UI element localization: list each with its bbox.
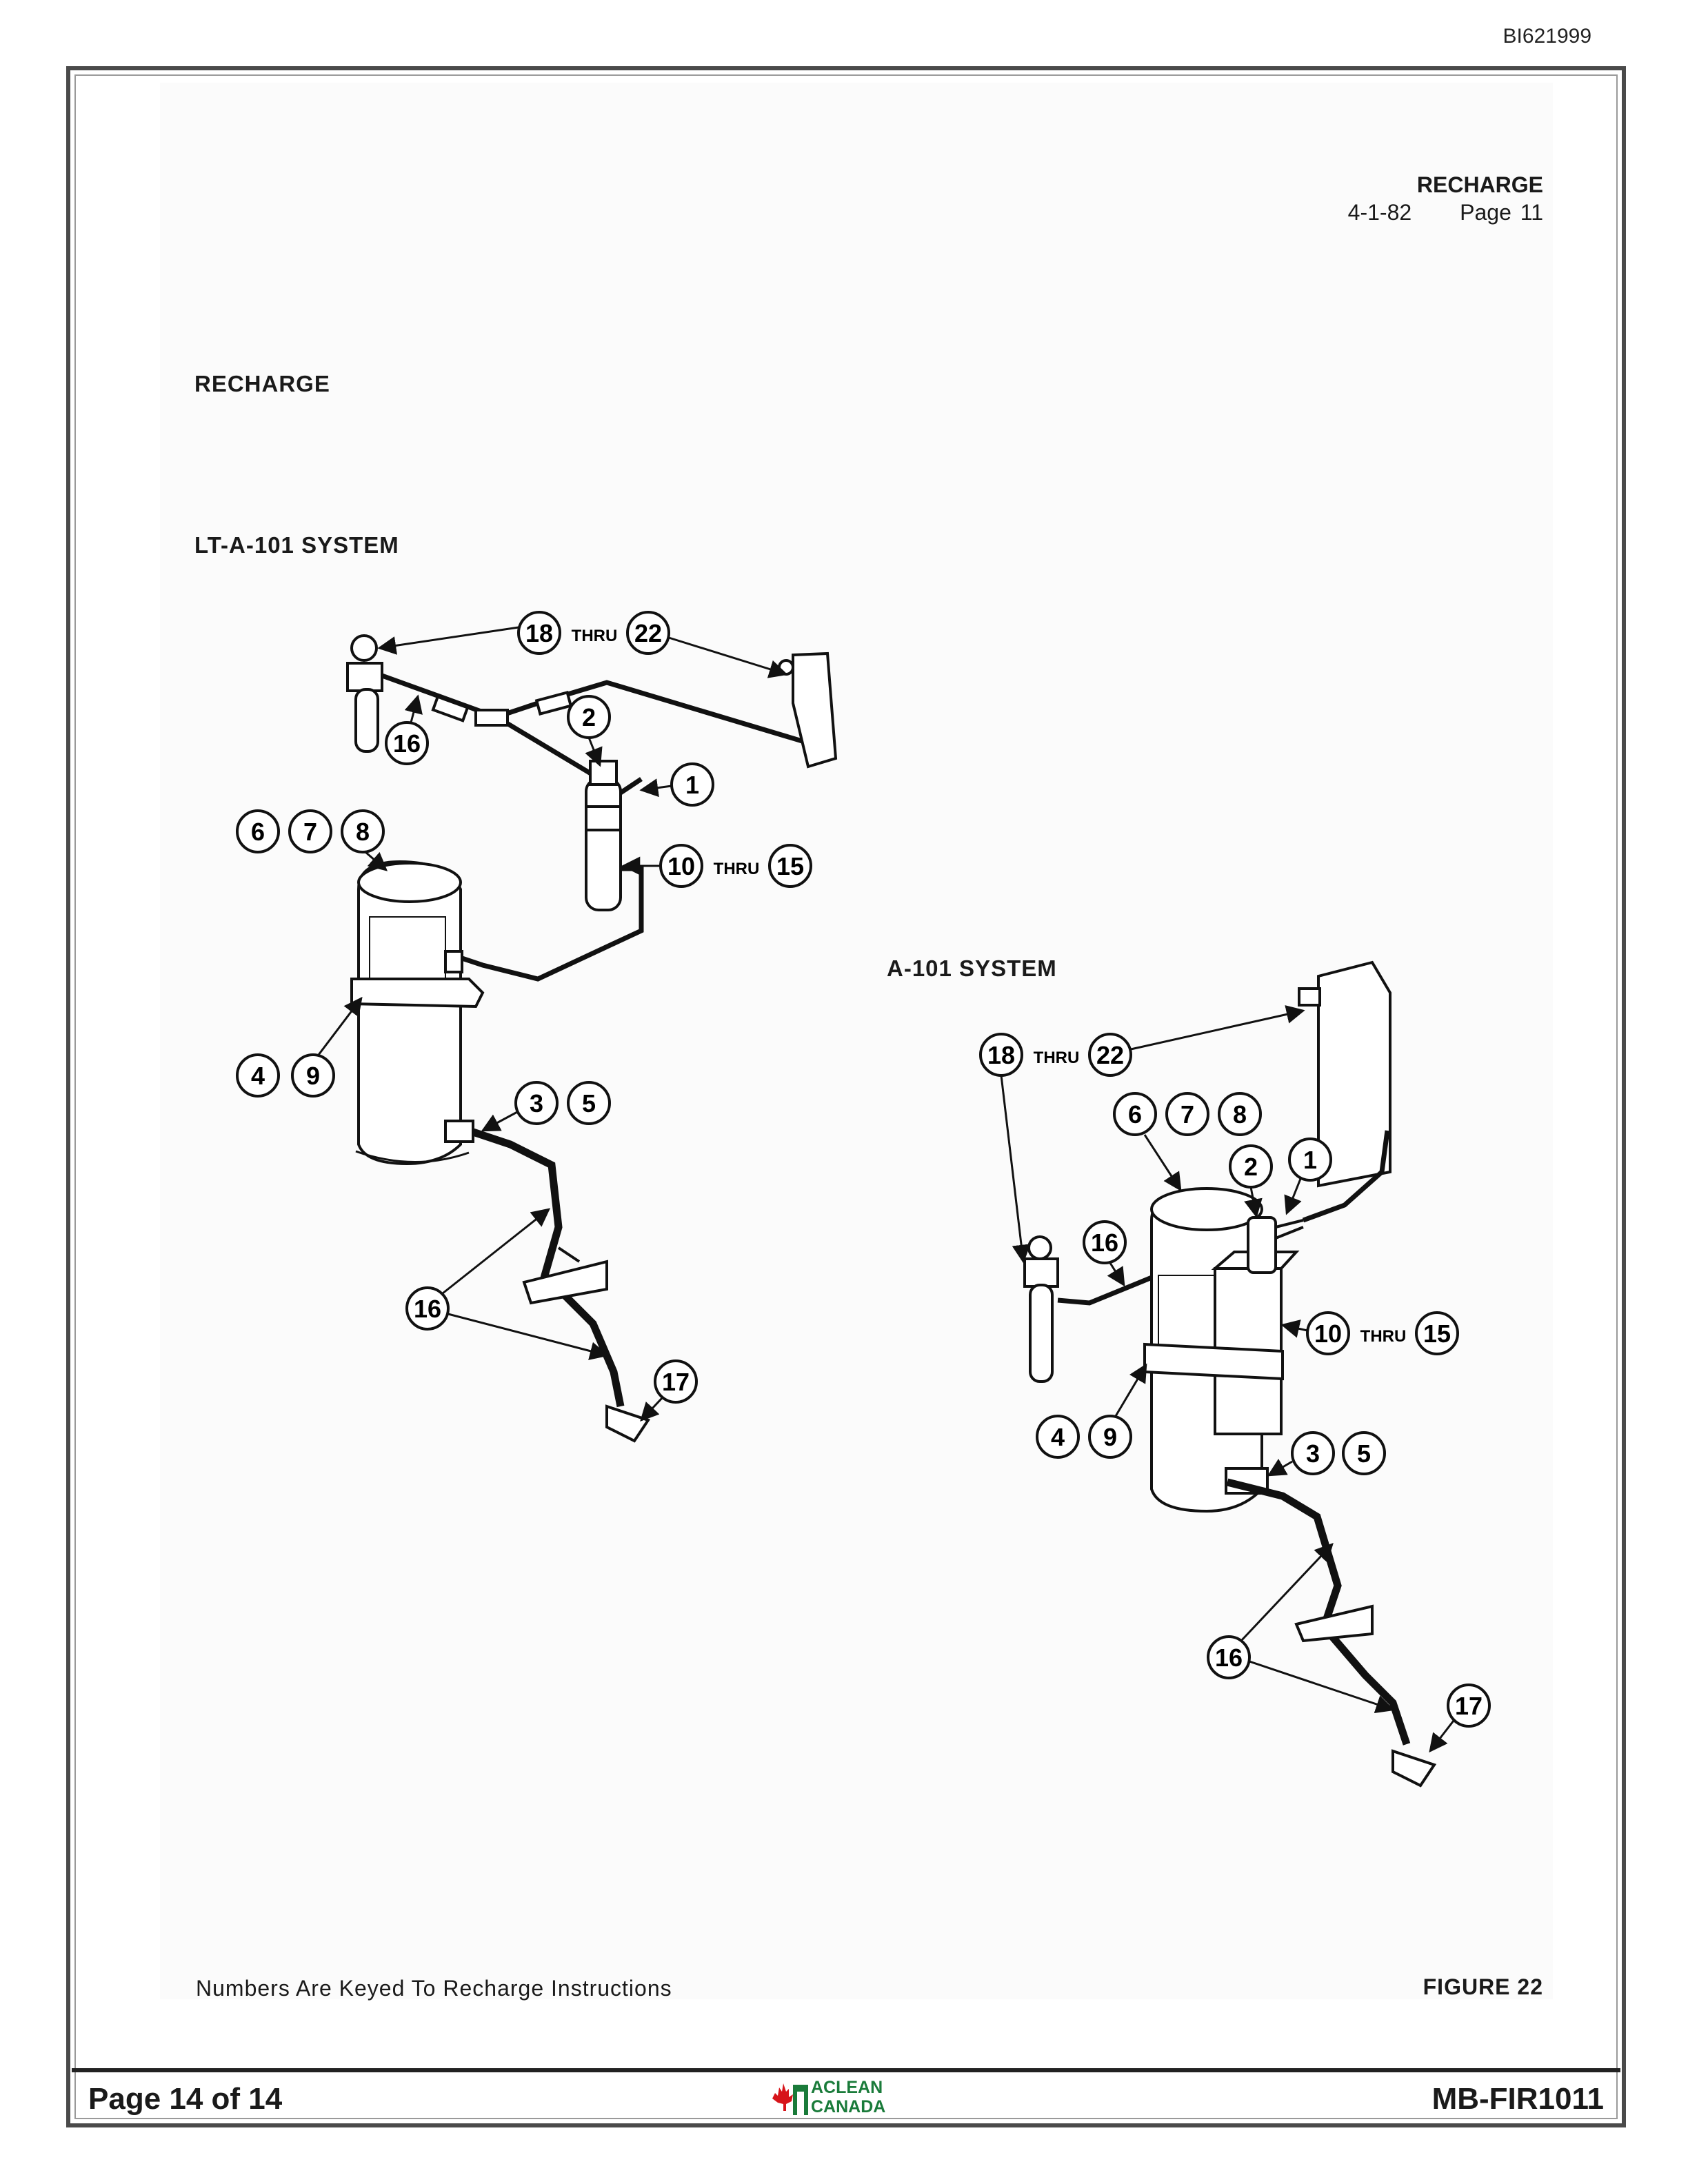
logo-text: ACLEAN CANADA (811, 2078, 885, 2116)
lt-a-101-label: LT-A-101 SYSTEM (194, 532, 399, 558)
callout-16: 16 (1215, 1644, 1243, 1672)
header-date-page: 4-1-82 Page 11 (1348, 200, 1543, 225)
callout-3-5-a101: 3 5 (1291, 1431, 1386, 1475)
callout-3: 3 (530, 1089, 543, 1118)
callout-2: 2 (582, 703, 596, 731)
footer-page-number: Page 14 of 14 (88, 2082, 283, 2116)
section-title: RECHARGE (194, 371, 330, 396)
lt-a-101-callouts: 18 THRU 22 2 1 16 10 THRU 15 6 7 (236, 611, 812, 1422)
thru-text: THRU (714, 860, 760, 878)
callout-6-7-8-a101: 6 7 8 (1113, 1092, 1262, 1136)
a-101-label: A-101 SYSTEM (887, 956, 1057, 981)
caption-note: Numbers Are Keyed To Recharge Instructio… (196, 1976, 672, 2001)
callout-15: 15 (1423, 1320, 1451, 1348)
callout-2: 2 (1244, 1153, 1258, 1181)
callout-7: 7 (303, 818, 317, 846)
callout-6-7-8: 6 7 8 (236, 809, 385, 853)
callout-4: 4 (1051, 1423, 1065, 1451)
callout-10: 10 (1314, 1320, 1342, 1348)
callout-16: 16 (1091, 1228, 1118, 1257)
header-page: Page 11 (1460, 200, 1543, 225)
callout-4: 4 (251, 1062, 265, 1090)
header-title: RECHARGE (1416, 172, 1543, 197)
callout-17: 17 (1455, 1692, 1483, 1720)
figure-number: FIGURE 22 (1423, 1974, 1543, 1999)
callout-16: 16 (414, 1295, 441, 1323)
callout-8: 8 (356, 818, 370, 846)
header-date: 4-1-82 (1347, 200, 1412, 225)
logo-line-2: CANADA (811, 2097, 886, 2116)
callout-6: 6 (1128, 1100, 1142, 1129)
callout-10-15: 10 THRU 15 (659, 844, 812, 888)
a-101-callouts: 18 THRU 22 6 7 8 2 1 16 10 THRU (979, 1005, 1491, 1753)
callout-22: 22 (634, 619, 662, 647)
callout-8: 8 (1233, 1100, 1247, 1129)
thru-text: THRU (572, 627, 618, 645)
callout-7: 7 (1180, 1100, 1194, 1129)
page-footer: Page 14 of 14 ACLEAN CANADA MB-FIR1011 (72, 2068, 1620, 2125)
callout-10: 10 (667, 852, 695, 880)
callout-17: 17 (662, 1368, 690, 1396)
callout-5: 5 (582, 1089, 596, 1118)
logo-line-1: ACLEAN (811, 2078, 883, 2097)
maple-leaf-icon (772, 2083, 808, 2115)
callout-16: 16 (393, 729, 421, 758)
callout-6: 6 (251, 818, 265, 846)
document-id: BI621999 (1503, 25, 1591, 48)
company-logo: ACLEAN CANADA (765, 2078, 986, 2119)
callout-9: 9 (1103, 1423, 1117, 1451)
callout-9: 9 (306, 1062, 320, 1090)
a-101-drawing (1023, 960, 1437, 1788)
callout-10-15-a101: 10 THRU 15 (1306, 1311, 1459, 1355)
callout-3: 3 (1306, 1439, 1320, 1468)
callout-18-22-top: 18 THRU 22 (517, 611, 670, 655)
callout-3-5: 3 5 (514, 1081, 611, 1125)
callout-22: 22 (1096, 1041, 1124, 1069)
callout-1: 1 (685, 771, 699, 799)
lt-a-101-drawing (346, 634, 838, 1443)
callout-5: 5 (1357, 1439, 1371, 1468)
callout-18-22-a101: 18 THRU 22 (979, 1033, 1132, 1077)
footer-document-number: MB-FIR1011 (1431, 2082, 1604, 2116)
callout-15: 15 (776, 852, 804, 880)
callout-1: 1 (1303, 1146, 1317, 1174)
thru-text: THRU (1360, 1327, 1407, 1346)
callout-18: 18 (987, 1041, 1015, 1069)
callout-4-9-a101: 4 9 (1036, 1415, 1132, 1459)
thru-text: THRU (1034, 1049, 1080, 1067)
callout-18: 18 (525, 619, 553, 647)
callout-4-9: 4 9 (236, 1053, 335, 1098)
page-frame (66, 66, 1626, 2127)
